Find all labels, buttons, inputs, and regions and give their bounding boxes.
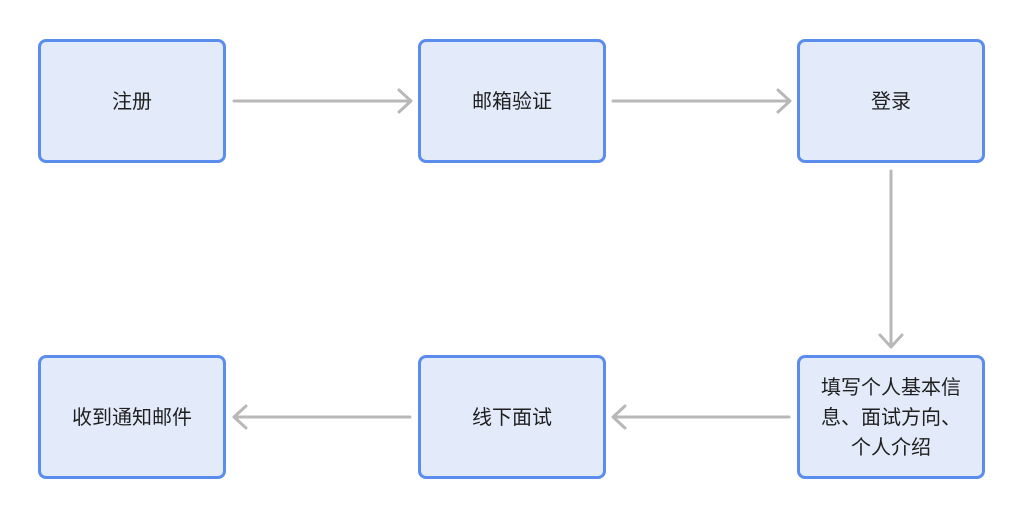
node-receive-notice-label: 收到通知邮件 — [72, 405, 192, 429]
node-fill-info-label: 填写个人基本信息、面试方向、个人介绍 — [821, 375, 961, 459]
arrow-email-verify-to-login — [611, 88, 792, 114]
node-register-label: 注册 — [112, 89, 152, 113]
node-email-verify: 邮箱验证 — [418, 39, 606, 163]
node-login-label: 登录 — [871, 89, 911, 113]
node-fill-info: 填写个人基本信息、面试方向、个人介绍 — [797, 355, 985, 479]
node-login: 登录 — [797, 39, 985, 163]
node-receive-notice: 收到通知邮件 — [38, 355, 226, 479]
arrow-offline-interview-to-receive-notice — [232, 404, 412, 430]
arrow-login-to-fill-info — [878, 169, 904, 349]
node-offline-interview-label: 线下面试 — [472, 405, 552, 429]
node-register: 注册 — [38, 39, 226, 163]
arrow-register-to-email-verify — [232, 88, 413, 114]
node-email-verify-label: 邮箱验证 — [472, 89, 552, 113]
node-offline-interview: 线下面试 — [418, 355, 606, 479]
arrow-fill-info-to-offline-interview — [611, 404, 791, 430]
